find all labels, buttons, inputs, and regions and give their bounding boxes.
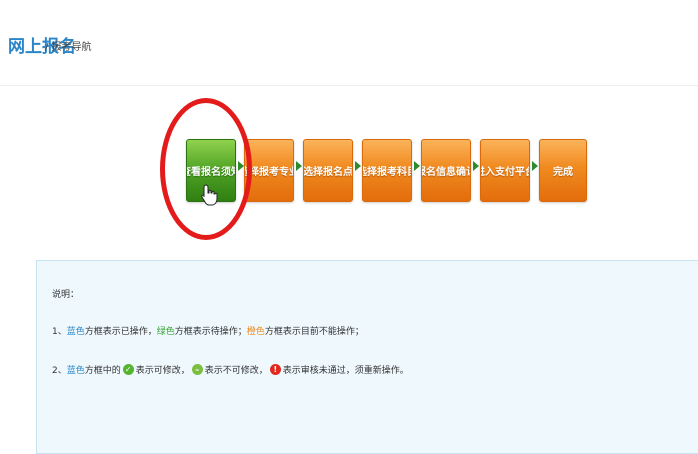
step-payment: 进入支付平台 bbox=[480, 139, 530, 202]
instruction-line-2: 2、 蓝色 方框中的 ✓ 表示可修改， – 表示不可修改， ! 表示审核未通过，… bbox=[52, 364, 409, 376]
step-select-site: 选择报名点 bbox=[303, 139, 353, 202]
step-arrow-icon bbox=[473, 161, 479, 171]
step-arrow-icon bbox=[296, 161, 302, 171]
instructions-title: 说明： bbox=[52, 290, 80, 300]
highlight-ring bbox=[160, 98, 252, 240]
step-select-major: 选择报考专业 bbox=[244, 139, 294, 202]
page-header: 网上报名 / 报考导航 bbox=[0, 0, 698, 86]
exclamation-icon: ! bbox=[269, 364, 281, 375]
step-arrow-icon bbox=[532, 161, 538, 171]
step-arrow-icon bbox=[355, 161, 361, 171]
hand-cursor-icon bbox=[201, 184, 218, 206]
page-title: 网上报名 bbox=[8, 37, 76, 57]
minus-icon: – bbox=[191, 364, 203, 375]
breadcrumb[interactable]: / 报考导航 bbox=[45, 42, 92, 53]
step-confirm-info: 报名信息确认 bbox=[421, 139, 471, 202]
check-icon: ✓ bbox=[122, 364, 134, 375]
step-arrow-icon bbox=[414, 161, 420, 171]
instruction-line-1: 1、 蓝色 方框表示已操作， 绿色 方框表示待操作； 橙色 方框表示目前不能操作… bbox=[52, 327, 364, 337]
instructions-panel: 说明： 1、 蓝色 方框表示已操作， 绿色 方框表示待操作； 橙色 方框表示目前… bbox=[36, 260, 698, 454]
step-select-subjects: 选择报考科目 bbox=[362, 139, 412, 202]
step-navigation: 查看报名须知 选择报考专业 选择报名点 选择报考科目 报名信息确认 进入支付平台… bbox=[160, 98, 587, 240]
step-complete: 完成 bbox=[539, 139, 587, 202]
